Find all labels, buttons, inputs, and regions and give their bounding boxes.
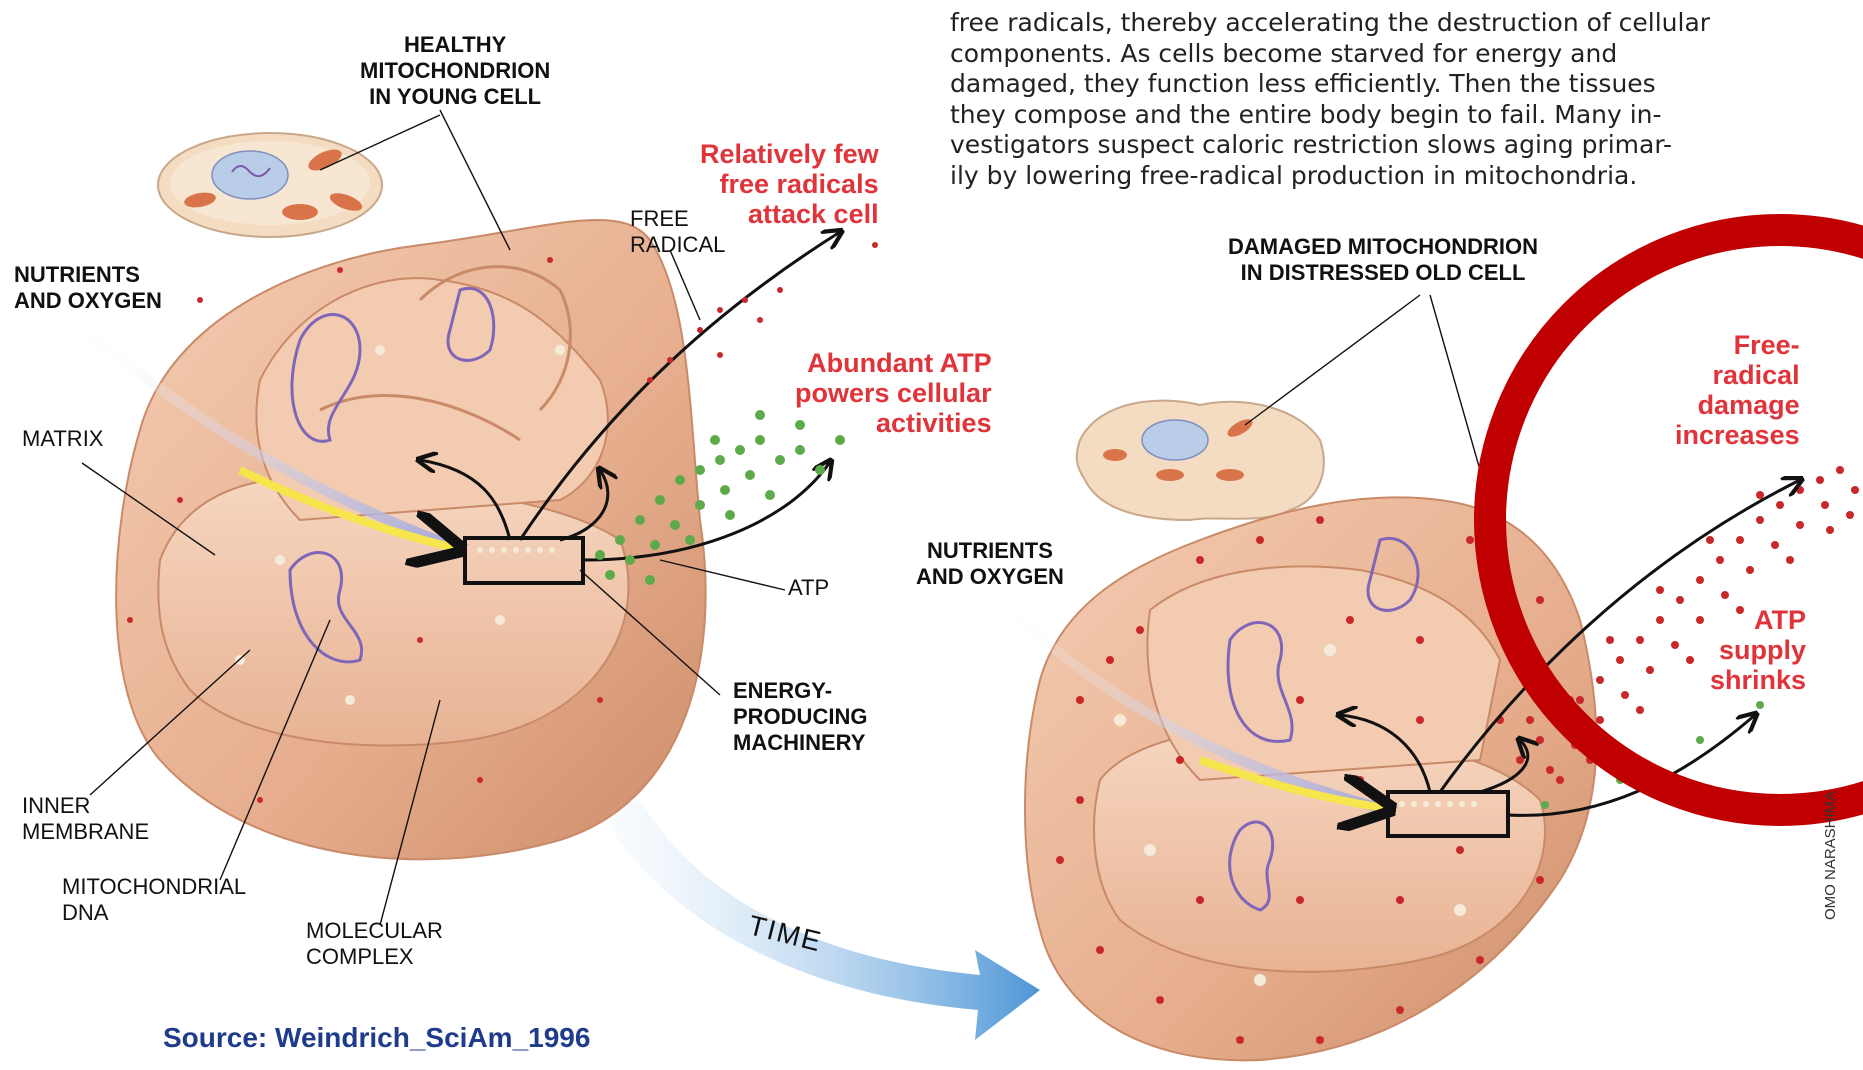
inner-membrane-label: INNER MEMBRANE (22, 793, 149, 845)
damaged-mitochondrion-title: DAMAGED MITOCHONDRION IN DISTRESSED OLD … (1228, 234, 1538, 286)
illustrator-credit: OMO NARASHIMA (1822, 791, 1839, 920)
caption-paragraph: free radicals, thereby accelerating the … (950, 8, 1830, 191)
mitochondrial-dna-label: MITOCHONDRIAL DNA (62, 874, 246, 926)
nutrients-label-right: NUTRIENTS AND OXYGEN (916, 538, 1064, 590)
time-arrow (600, 800, 1040, 1040)
paragraph-line: vestigators suspect caloric restriction … (950, 130, 1830, 161)
atp-label: ATP (788, 575, 829, 601)
few-radicals-label: Relatively few free radicals attack cell (700, 139, 879, 229)
nutrients-label-left: NUTRIENTS AND OXYGEN (14, 262, 162, 314)
abundant-atp-label: Abundant ATP powers cellular activities (795, 348, 992, 438)
healthy-mitochondrion-title: HEALTHY MITOCHONDRION IN YOUNG CELL (360, 32, 550, 110)
paragraph-line: components. As cells become starved for … (950, 39, 1830, 70)
distressed-cell-icon (1077, 401, 1324, 520)
damage-increases-label: Free- radical damage increases (1675, 330, 1800, 450)
healthy-cell-icon (158, 133, 382, 237)
paragraph-line: they compose and the entire body begin t… (950, 100, 1830, 131)
paragraph-line: ily by lowering free-radical production … (950, 161, 1830, 192)
matrix-label: MATRIX (22, 426, 103, 452)
energy-machinery-label: ENERGY- PRODUCING MACHINERY (733, 678, 867, 756)
paragraph-line: damaged, they function less efficiently.… (950, 69, 1830, 100)
source-citation: Source: Weindrich_SciAm_1996 (163, 1022, 590, 1054)
paragraph-line: free radicals, thereby accelerating the … (950, 8, 1830, 39)
atp-shrinks-label: ATP supply shrinks (1710, 605, 1806, 695)
molecular-complex-label: MOLECULAR COMPLEX (306, 918, 443, 970)
